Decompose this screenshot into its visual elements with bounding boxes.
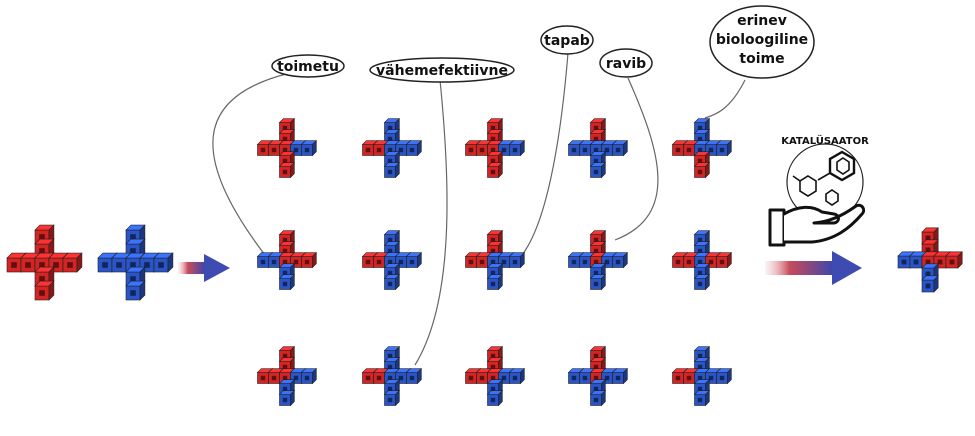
catalyst-group: KATALÜSAATOR [768,133,869,247]
reactant-blue-molecule [97,224,174,301]
label-bioloogiline: bioloogiline [716,32,808,48]
product-molecule-r2c4 [567,229,629,291]
product-molecule-r3c1 [256,345,318,407]
arrow-right-icon [765,251,862,285]
product-molecule-r3c3 [464,345,526,407]
label-bubble-ravib: ravib [599,48,653,78]
product-molecule-r2c3 [464,229,526,291]
molecule-icon [792,150,856,206]
label-bubble-tapab: tapab [540,25,594,55]
product-molecule-r2c5 [671,229,733,291]
product-molecule-r1c1 [256,117,318,179]
label-toime: toime [739,51,784,67]
label-ravib: ravib [606,56,646,72]
final-product-molecule [897,227,963,293]
product-molecule-r1c3 [464,117,526,179]
arrow-left-icon [178,254,230,282]
label-erinev: erinev [737,13,787,29]
label-bubble-toimetu: toimetu [271,54,345,78]
product-molecule-r3c2 [361,345,423,407]
product-molecule-r2c2 [361,229,423,291]
label-tapab: tapab [544,33,590,49]
molecule-layer [6,117,963,407]
product-molecule-r1c4 [567,117,629,179]
label-vahemefektiivne: vähemefektiivne [376,63,508,79]
product-molecule-r1c5 [671,117,733,179]
reactant-red-molecule [6,224,83,301]
label-bubble-erinev: erinev bioloogiline toime [709,5,815,79]
product-molecule-r2c1 [256,229,318,291]
product-molecule-r3c5 [671,345,733,407]
label-bubble-vahemefektiivne: vähemefektiivne [369,57,515,83]
catalyst-label: KATALÜSAATOR [781,133,869,147]
label-toimetu: toimetu [277,59,339,75]
product-molecule-r3c4 [567,345,629,407]
product-molecule-r1c2 [361,117,423,179]
hand-icon [768,203,866,247]
callout-lines [212,52,746,366]
